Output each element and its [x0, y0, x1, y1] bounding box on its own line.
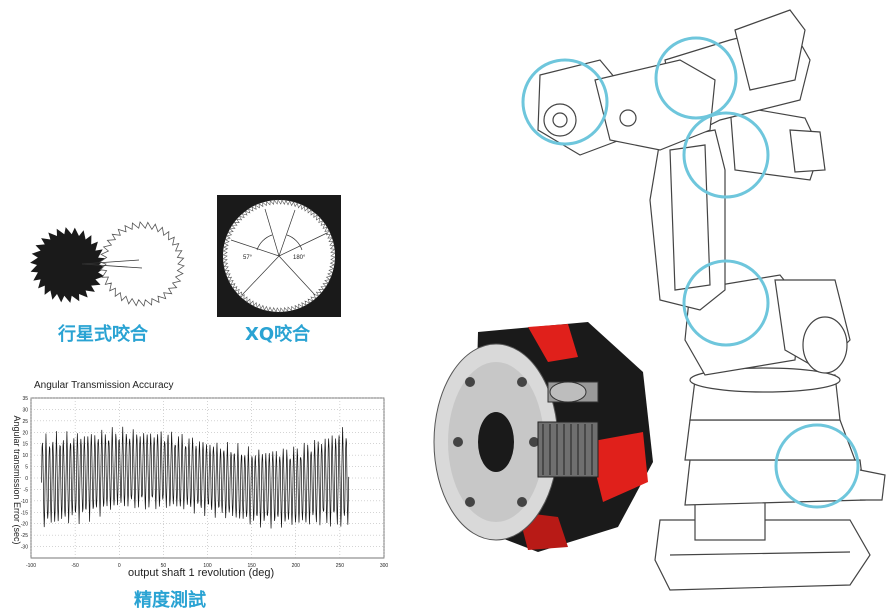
caption-xq-mesh: XQ咬合	[245, 324, 311, 345]
robot-arm-illustration	[521, 9, 886, 591]
x-tick-label: 0	[118, 563, 121, 569]
chart-title: Angular Transmission Accuracy	[34, 380, 174, 391]
x-tick-label: -50	[72, 563, 79, 569]
y-tick-label: -15	[21, 510, 28, 516]
y-tick-label: 15	[22, 442, 28, 448]
y-tick-label: 10	[22, 453, 28, 459]
x-tick-label: -100	[26, 563, 36, 569]
caption-planetary-mesh: 行星式咬合	[58, 324, 148, 345]
y-tick-label: 0	[25, 476, 28, 482]
x-tick-label: 100	[203, 563, 212, 569]
planetary-mesh-diagram	[30, 221, 185, 307]
reducer-cutaway-image	[433, 322, 653, 552]
joint-highlight-circle	[682, 259, 770, 347]
y-tick-label: 30	[22, 407, 28, 413]
joint-highlight-circle	[774, 423, 860, 509]
caption-precision-test: 精度測試	[134, 590, 206, 611]
chart-x-axis-label: output shaft 1 revolution (deg)	[128, 567, 275, 579]
y-tick-label: -5	[24, 487, 29, 493]
x-tick-label: 200	[292, 563, 301, 569]
y-tick-label: 20	[22, 430, 28, 436]
y-tick-label: 5	[25, 465, 28, 471]
x-tick-label: 150	[247, 563, 256, 569]
ring-gear-shape	[99, 221, 185, 307]
y-tick-label: 35	[22, 396, 28, 402]
y-tick-label: -30	[21, 545, 28, 551]
angle-label-right: 180°	[293, 255, 306, 261]
y-tick-label: -25	[21, 533, 28, 539]
y-tick-label: -10	[21, 499, 28, 505]
joint-highlight-circle	[654, 36, 738, 120]
y-tick-label: 25	[22, 419, 28, 425]
x-tick-label: 50	[161, 563, 167, 569]
sun-gear-shape	[30, 227, 106, 303]
y-tick-label: -20	[21, 522, 28, 528]
joint-highlight-circle	[682, 111, 770, 199]
angle-label-left: 57°	[243, 255, 253, 261]
series-line	[41, 426, 350, 529]
x-tick-label: 300	[380, 563, 389, 569]
xq-mesh-diagram: 57° 180°	[217, 195, 341, 317]
joint-highlight-circle	[521, 58, 609, 146]
x-tick-label: 250	[336, 563, 345, 569]
